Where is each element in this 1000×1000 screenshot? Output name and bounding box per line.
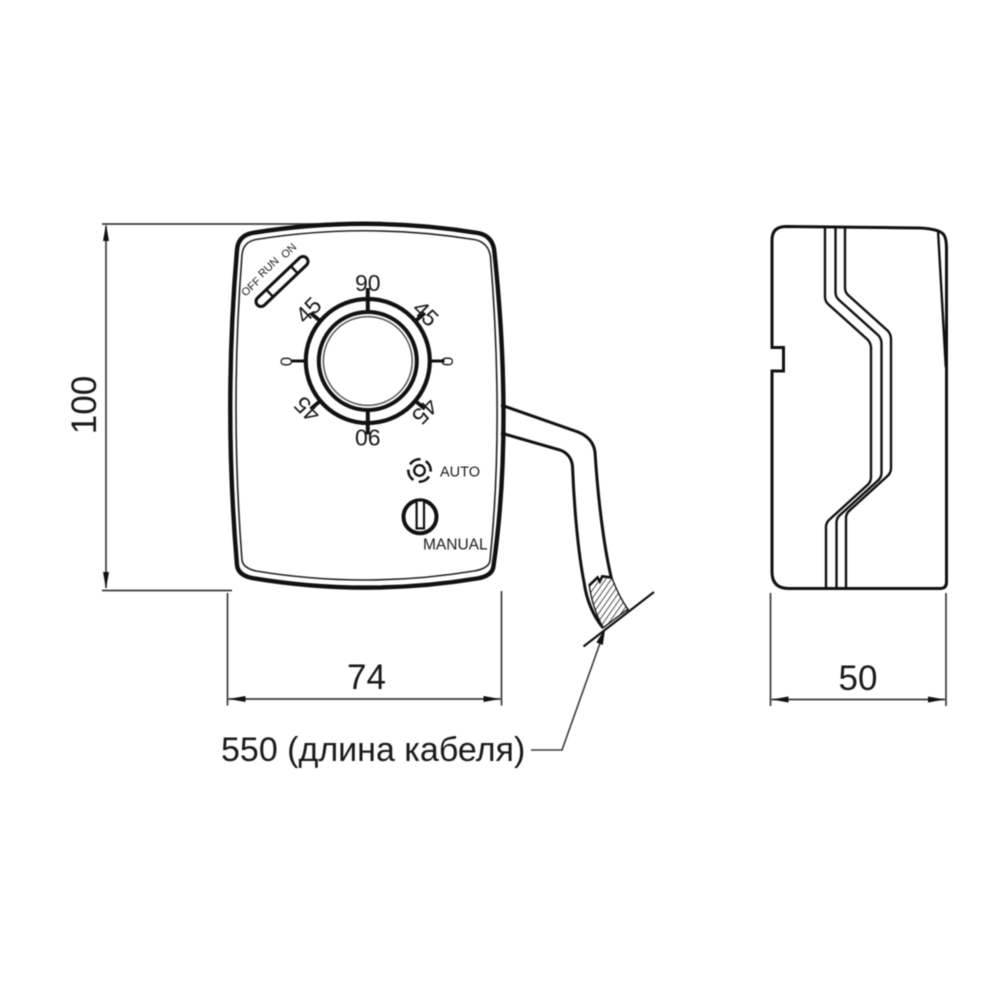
svg-text:100: 100 xyxy=(65,376,104,434)
svg-text:50: 50 xyxy=(839,659,878,698)
svg-text:MANUAL: MANUAL xyxy=(423,537,488,554)
svg-text:74: 74 xyxy=(347,658,386,697)
svg-text:0: 0 xyxy=(438,357,457,366)
svg-text:550 (длина кабеля): 550 (длина кабеля) xyxy=(221,731,525,769)
svg-text:AUTO: AUTO xyxy=(440,465,480,481)
svg-text:90: 90 xyxy=(355,425,381,451)
svg-text:90: 90 xyxy=(355,270,381,296)
svg-text:0: 0 xyxy=(277,357,296,366)
